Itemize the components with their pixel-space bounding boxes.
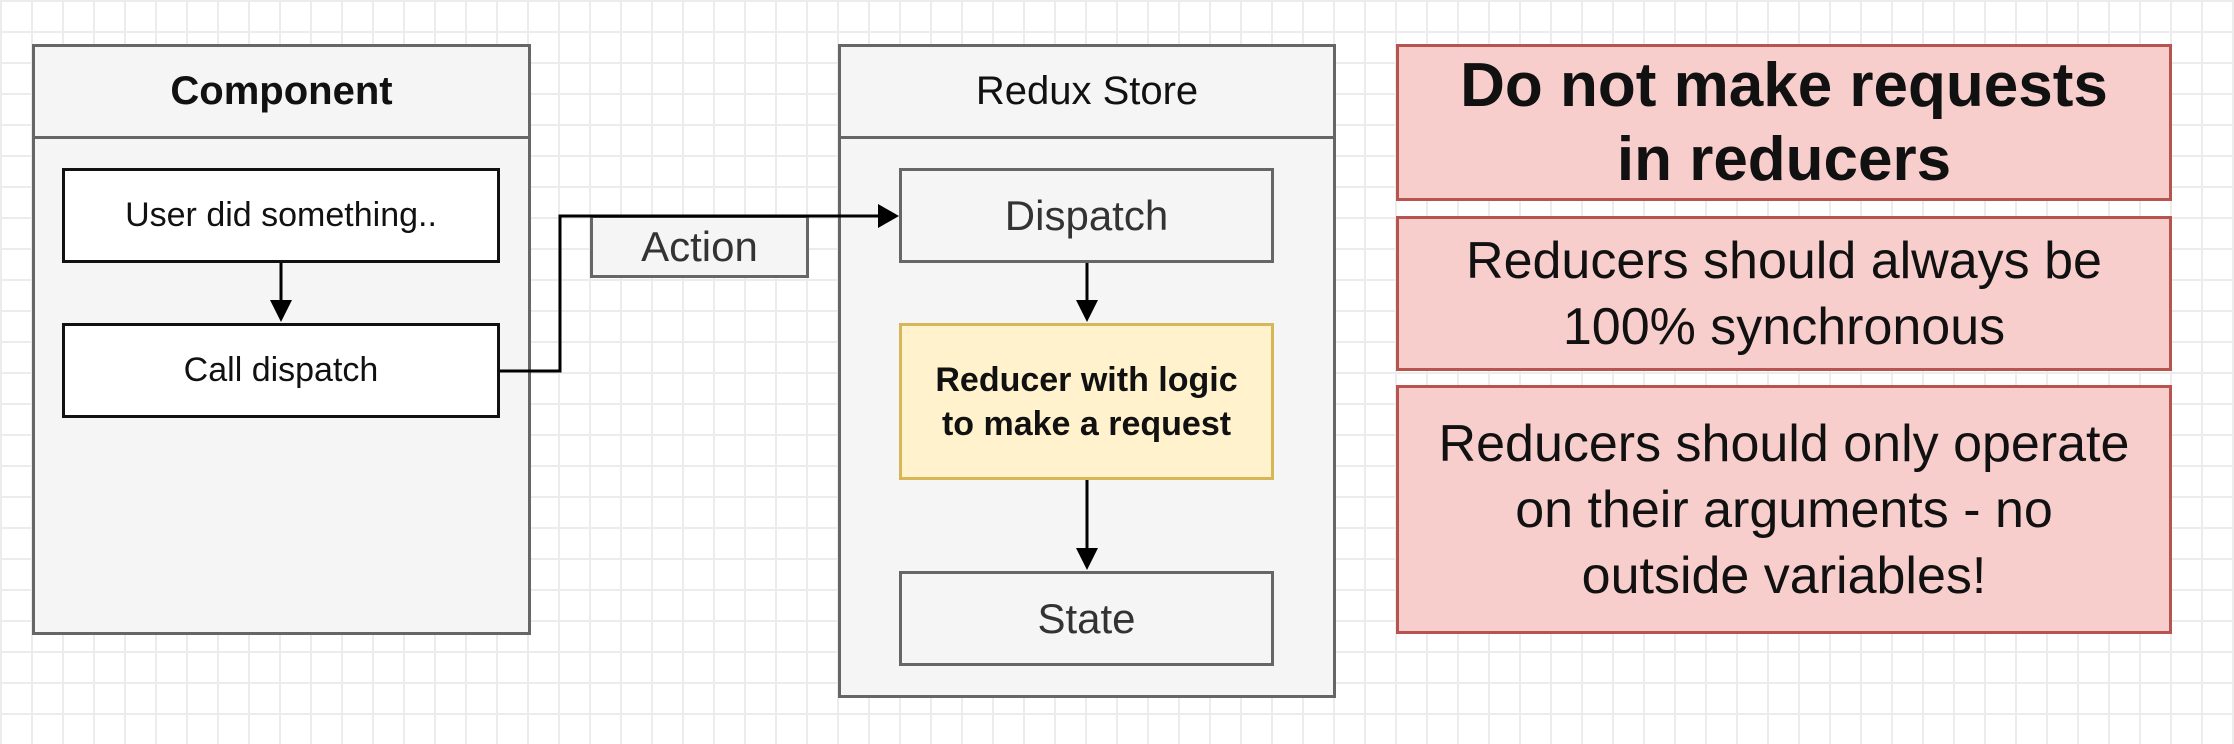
rule3-line3: outside variables! (1581, 546, 1987, 605)
rule-note-no-requests: Do not make requests in reducers (1396, 44, 2172, 201)
call-dispatch-label: Call dispatch (183, 351, 379, 389)
component-header: Component (35, 47, 528, 139)
dispatch-node[interactable]: Dispatch (899, 168, 1274, 263)
rule2-line2: 100% synchronous (1562, 297, 2006, 356)
action-edge-label[interactable]: Action (590, 215, 809, 278)
rule-note-arguments-only: Reducers should only operate on their ar… (1396, 385, 2172, 634)
arrow-call-dispatch-to-dispatch (500, 214, 880, 373)
rule1-line2: in reducers (1616, 124, 1952, 194)
arrowhead-call-dispatch (270, 300, 292, 322)
component-title: Component (170, 69, 393, 113)
user-action-label: User did something.. (125, 196, 437, 234)
arrowhead-reducer (1076, 300, 1098, 322)
state-node[interactable]: State (899, 571, 1274, 666)
reducer-label-line1: Reducer with logic (935, 360, 1238, 399)
rule3-line1: Reducers should only operate (1438, 414, 2130, 473)
rule3-line2: on their arguments - no (1515, 480, 2053, 539)
reducer-node[interactable]: Reducer with logic to make a request (899, 323, 1274, 480)
rule1-line1: Do not make requests (1460, 50, 2108, 120)
call-dispatch-node[interactable]: Call dispatch (62, 323, 500, 418)
user-action-node[interactable]: User did something.. (62, 168, 500, 263)
arrowhead-dispatch (878, 204, 899, 228)
rule2-line1: Reducers should always be (1466, 231, 2102, 290)
redux-store-title: Redux Store (975, 69, 1199, 113)
action-label-text: Action (641, 222, 758, 270)
rule-note-synchronous: Reducers should always be 100% synchrono… (1396, 216, 2172, 371)
dispatch-label: Dispatch (1004, 191, 1169, 239)
redux-store-header: Redux Store (841, 47, 1333, 139)
reducer-label-line2: to make a request (941, 404, 1232, 443)
state-label: State (1037, 594, 1136, 642)
arrowhead-state (1076, 548, 1098, 570)
